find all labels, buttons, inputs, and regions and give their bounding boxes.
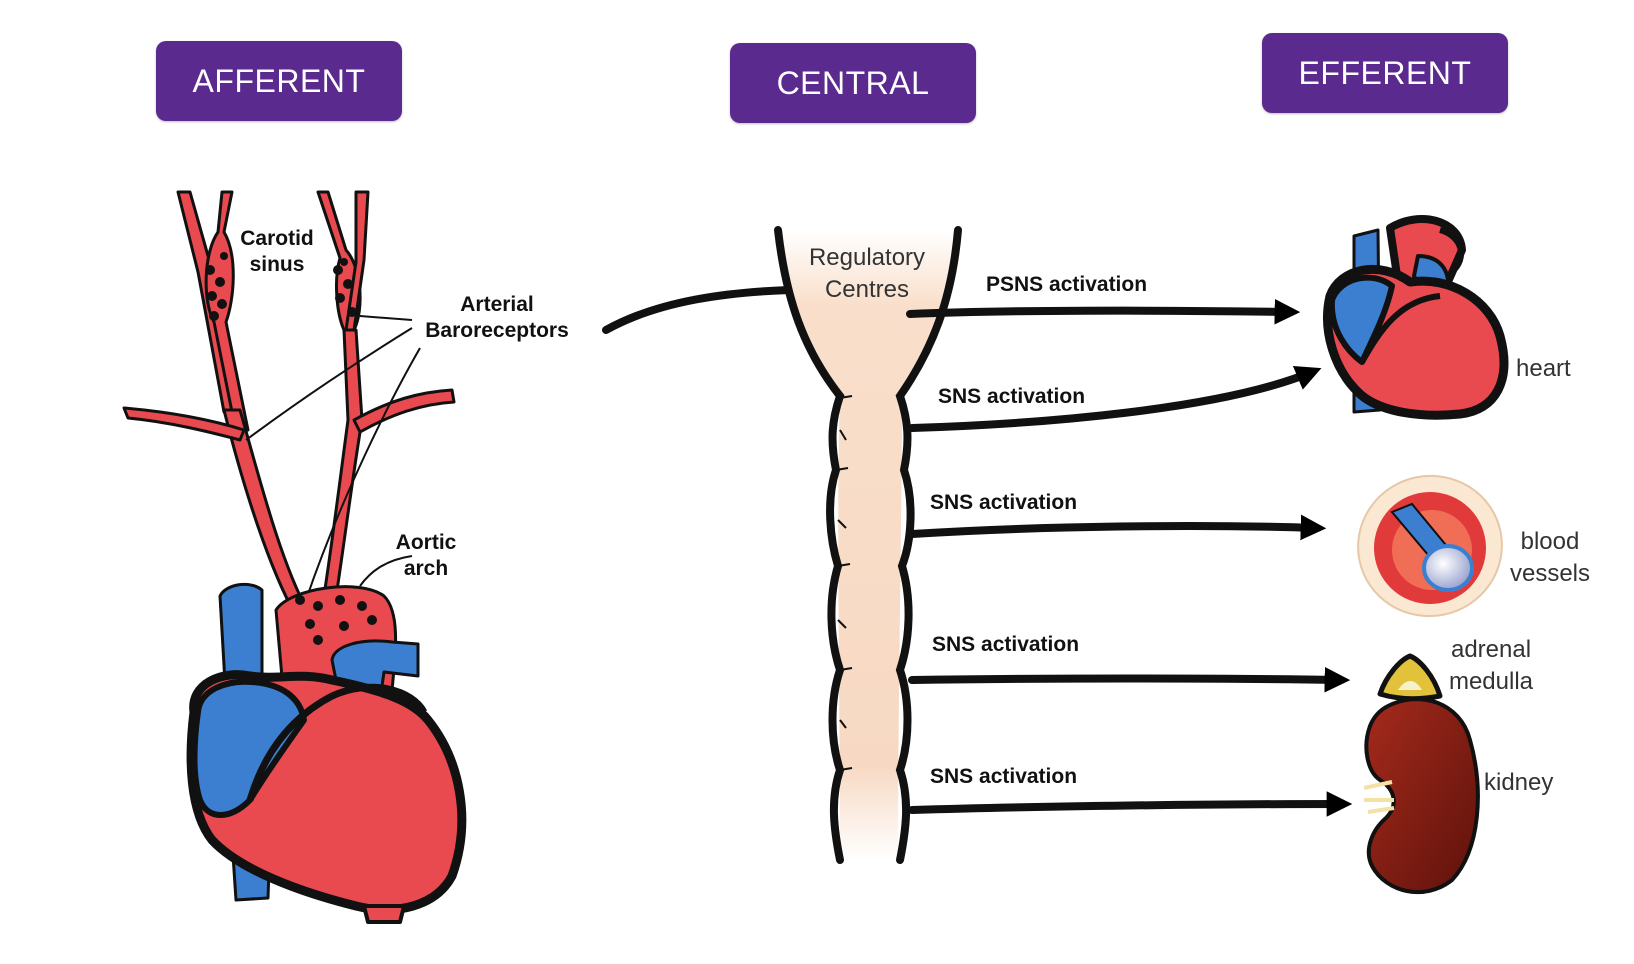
arterial-baroreceptors-label: Arterial Baroreceptors	[412, 292, 582, 344]
arterial-baroreceptors-line-2: Baroreceptors	[425, 319, 569, 342]
adrenal-medulla-label: adrenal medulla	[1436, 634, 1546, 698]
aortic-arch-line-2: arch	[403, 557, 449, 580]
afferent-heart	[186, 582, 467, 924]
blood-vessels-line-2: vessels	[1509, 560, 1591, 587]
arterial-baroreceptors-line-1: Arterial	[460, 293, 534, 316]
sns-adrenal-arrow	[908, 666, 1351, 693]
sns-heart-arrow	[908, 366, 1322, 432]
efferent-arrows	[906, 298, 1353, 817]
pathway-label-psns-heart: PSNS activation	[986, 273, 1148, 296]
pathway-label-sns-kidney: SNS activation	[930, 765, 1078, 788]
spinal-cord	[774, 226, 962, 864]
afferent-arrow	[602, 277, 817, 334]
afferent-header: AFFERENT	[156, 41, 402, 121]
adrenal-medulla-line-2: medulla	[1448, 668, 1534, 695]
central-header: CENTRAL	[730, 43, 976, 123]
carotid-sinus-line-2: sinus	[249, 253, 305, 276]
carotid-sinus-line-1: Carotid	[240, 227, 314, 250]
blood-vessel-illustration	[1357, 474, 1503, 618]
blood-vessels-label: blood vessels	[1500, 526, 1600, 590]
sns-kidney-arrow	[908, 791, 1353, 817]
psns-arrow	[906, 298, 1301, 325]
blood-vessels-line-1: blood	[1520, 528, 1580, 555]
regulatory-centres-line-1: Regulatory	[808, 244, 926, 271]
efferent-header: EFFERENT	[1262, 33, 1508, 113]
kidney-label: kidney	[1484, 769, 1554, 796]
carotid-arteries	[122, 190, 456, 618]
regulatory-centres-line-2: Centres	[824, 276, 910, 303]
sns-vessels-arrow	[908, 514, 1327, 541]
pathway-label-sns-adrenal: SNS activation	[932, 633, 1080, 656]
heart-label: heart	[1516, 355, 1571, 382]
carotid-sinus-label: Carotid sinus	[232, 226, 322, 278]
aortic-arch-line-1: Aortic	[395, 531, 457, 554]
pathway-label-sns-vessels: SNS activation	[930, 491, 1078, 514]
baroreceptor-pointer-lines	[245, 315, 421, 601]
carotid-baroreceptor-dots	[205, 252, 357, 321]
adrenal-kidney-illustration	[1363, 653, 1480, 895]
pathway-label-sns-heart: SNS activation	[938, 385, 1086, 408]
regulatory-centres-label: Regulatory Centres	[792, 242, 942, 306]
adrenal-medulla-line-1: adrenal	[1450, 636, 1532, 663]
efferent-heart	[1323, 215, 1509, 420]
aortic-arch-label: Aortic arch	[386, 530, 466, 582]
